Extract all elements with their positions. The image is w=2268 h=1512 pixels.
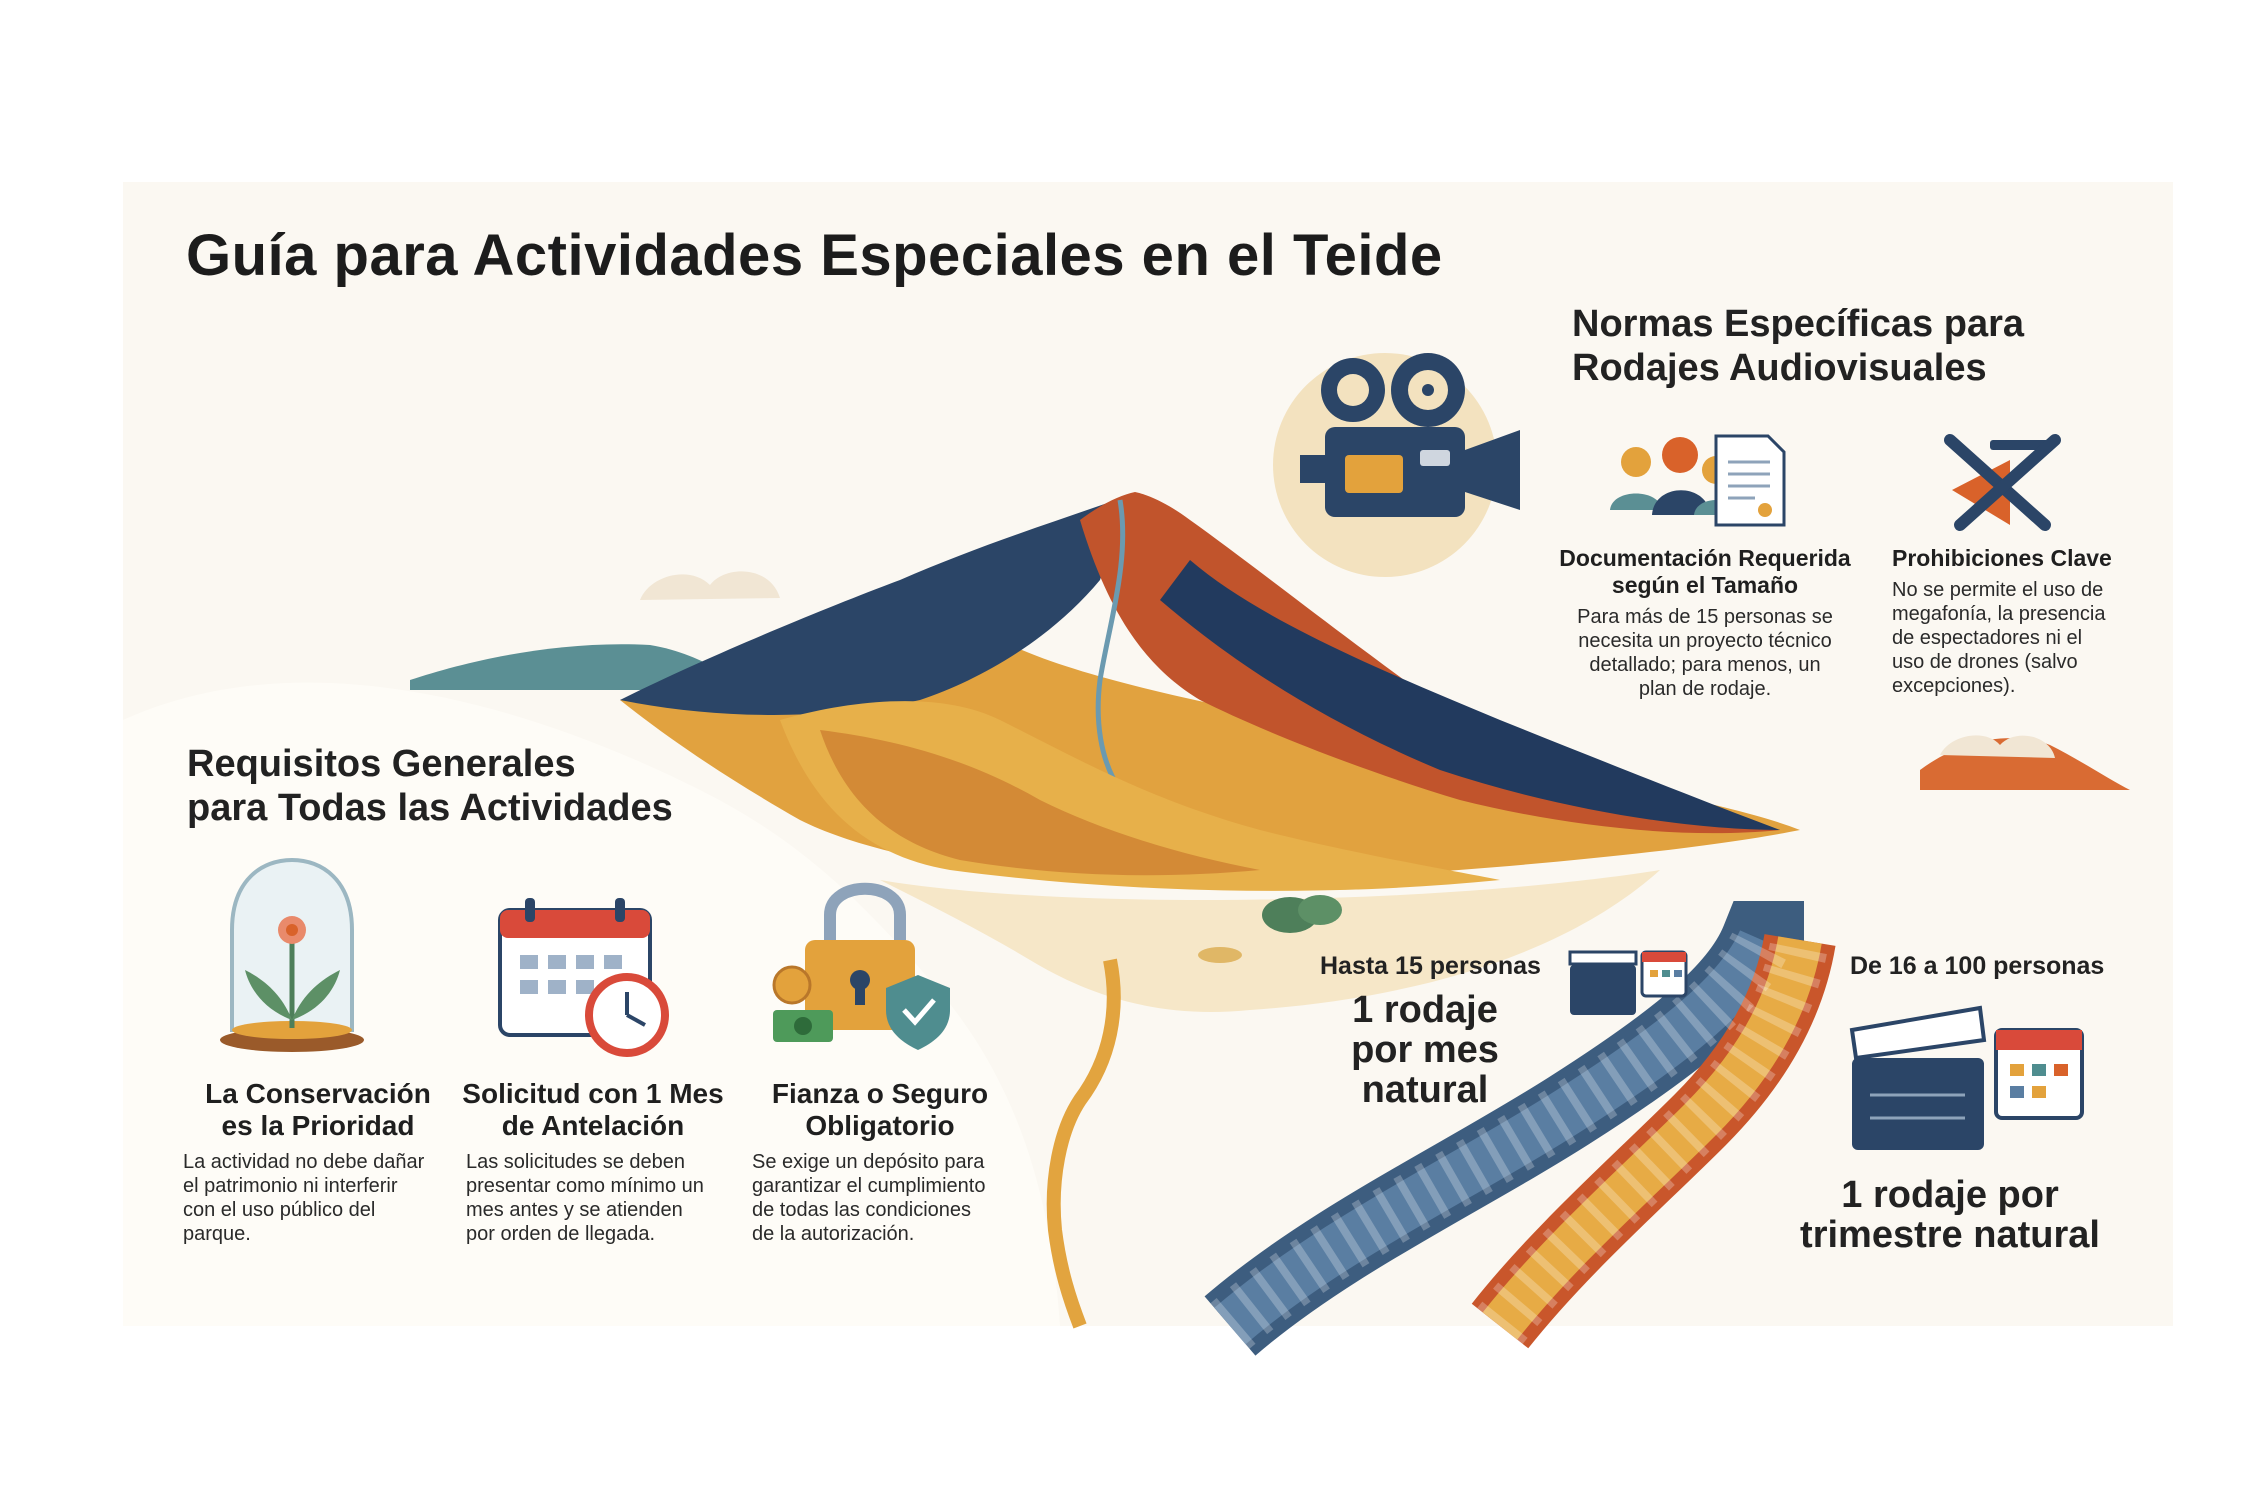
- bush-3: [1198, 947, 1242, 963]
- small-clapper-calendar-icon: [1568, 950, 1688, 1015]
- audiovisual-heading-line1: Normas Específicas para: [1572, 303, 2025, 345]
- deposit-title-line2: Obligatorio: [805, 1110, 955, 1141]
- conservation-desc-line3: con el uso público del: [183, 1199, 376, 1221]
- mountain-left-slope: [620, 495, 1130, 715]
- general-heading-line2: para Todas las Actividades: [187, 787, 673, 829]
- small-group-value-line2: por mes: [1351, 1029, 1499, 1071]
- bush-2: [1298, 895, 1342, 925]
- docs-desc-line2: necesita un proyecto técnico: [1578, 630, 1832, 652]
- conservation-desc-line2: el patrimonio ni interferir: [183, 1175, 398, 1197]
- mountain-highlight: [1095, 499, 1126, 792]
- valley-floor: [880, 870, 1660, 1012]
- deposit-title-line1: Fianza o Seguro: [771, 1078, 989, 1109]
- general-heading: Requisitos Generales para Todas las Acti…: [187, 742, 673, 830]
- audiovisual-heading: Normas Específicas para Rodajes Audiovis…: [1572, 302, 2024, 390]
- docs-desc-line4: plan de rodaje.: [1638, 678, 1772, 700]
- cloud-right: [1940, 735, 2055, 758]
- application-desc-line1: Las solicitudes se deben: [466, 1151, 686, 1173]
- general-heading-line1: Requisitos Generales: [187, 743, 576, 785]
- docs-block: Documentación Requerida según el Tamaño …: [1555, 545, 1855, 701]
- conservation-title-line2: es la Prioridad: [221, 1110, 415, 1141]
- large-group-value-line1: 1 rodaje por: [1841, 1174, 2059, 1216]
- deposit-desc-line2: garantizar el cumplimiento: [752, 1175, 986, 1197]
- application-title-line1: Solicitud con 1 Mes: [462, 1078, 724, 1109]
- large-group-value: 1 rodaje por trimestre natural: [1770, 1175, 2130, 1255]
- film-strip-navy-fill: [1214, 929, 1784, 1345]
- mountain-peak: [1080, 492, 1780, 834]
- film-perfs-orange: [1477, 934, 1829, 1345]
- no-drone-megaphone-icon: [1944, 434, 2061, 531]
- prohibitions-block: Prohibiciones Clave No se permite el uso…: [1892, 545, 2132, 698]
- mountain-dark-band: [1160, 560, 1780, 830]
- prohibitions-desc-line5: excepciones).: [1892, 675, 2016, 697]
- small-group-value: 1 rodaje por mes natural: [1300, 990, 1550, 1110]
- application-desc-line3: mes antes y se atienden: [466, 1199, 683, 1221]
- general-item-deposit: Fianza o Seguro Obligatorio Se exige un …: [745, 1078, 1015, 1246]
- conservation-desc-line1: La actividad no debe dañar: [183, 1151, 425, 1173]
- film-perfs-navy: [1210, 927, 1790, 1349]
- plant-bell-jar-icon: [220, 857, 364, 1052]
- film-camera-icon: [1300, 353, 1520, 517]
- deposit-desc-line1: Se exige un depósito para: [752, 1151, 985, 1173]
- application-title-line2: de Antelación: [501, 1110, 685, 1141]
- docs-title-line1: Documentación Requerida: [1559, 545, 1851, 571]
- distant-hill-left: [410, 644, 720, 690]
- docs-desc-line1: Para más de 15 personas se: [1577, 606, 1833, 628]
- application-desc-line2: presentar como mínimo un: [466, 1175, 704, 1197]
- deposit-desc-line3: de todas las condiciones: [752, 1199, 972, 1221]
- small-group-value-line3: natural: [1361, 1069, 1489, 1111]
- cloud-left: [640, 571, 780, 600]
- conservation-title-line1: La Conservación: [205, 1078, 431, 1109]
- docs-desc-line3: detallado; para menos, un: [1589, 654, 1821, 676]
- application-desc-line4: por orden de llegada.: [466, 1223, 656, 1245]
- prohibitions-title: Prohibiciones Clave: [1892, 545, 2112, 571]
- sand-trail: [1046, 958, 1121, 1329]
- prohibitions-desc-line3: de espectadores ni el: [1892, 627, 2083, 649]
- prohibitions-desc-line4: uso de drones (salvo: [1892, 651, 2078, 673]
- large-clapper-calendar-icon: [1849, 1005, 2084, 1150]
- prohibitions-desc-line1: No se permite el uso de: [1892, 579, 2104, 601]
- deposit-desc-line4: de la autorización.: [752, 1223, 915, 1245]
- small-group-label: Hasta 15 personas: [1320, 952, 1541, 980]
- people-document-icon: [1610, 434, 1786, 527]
- small-group-value-line1: 1 rodaje: [1352, 989, 1498, 1031]
- docs-title-line2: según el Tamaño: [1611, 572, 1799, 598]
- padlock-shield-icon: [772, 882, 950, 1050]
- large-group-value-line2: trimestre natural: [1800, 1214, 2100, 1256]
- conservation-desc-line4: parque.: [183, 1223, 251, 1245]
- large-group-label: De 16 a 100 personas: [1850, 952, 2105, 980]
- dune-shade: [820, 730, 1260, 876]
- general-item-conservation: La Conservación es la Prioridad La activ…: [183, 1078, 453, 1246]
- page-title: Guía para Actividades Especiales en el T…: [186, 223, 1443, 288]
- film-strip-orange-fill: [1482, 936, 1822, 1340]
- general-item-application: Solicitud con 1 Mes de Antelación Las so…: [458, 1078, 728, 1246]
- calendar-clock-icon: [498, 898, 669, 1057]
- prohibitions-desc-line2: megafonía, la presencia: [1892, 603, 2106, 625]
- audiovisual-heading-line2: Rodajes Audiovisuales: [1572, 347, 1987, 389]
